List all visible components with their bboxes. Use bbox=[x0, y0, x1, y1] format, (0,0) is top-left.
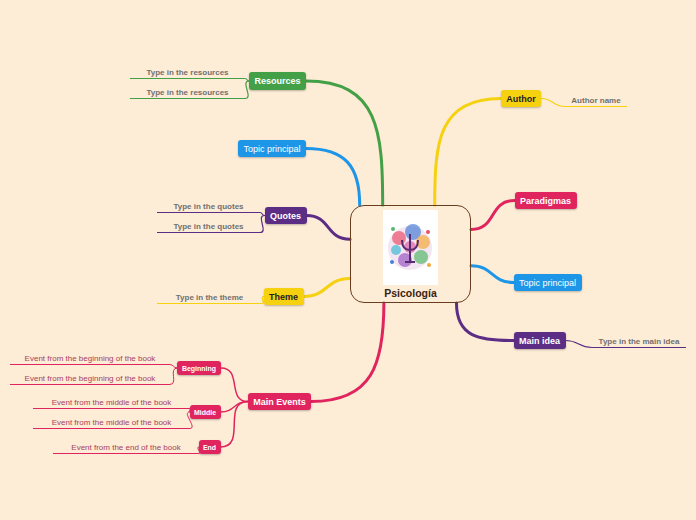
topic-text: Beginning bbox=[182, 365, 216, 372]
topic-text: Event from the middle of the book bbox=[52, 398, 172, 407]
branch-connector bbox=[170, 365, 177, 369]
main-topic: Quotes bbox=[265, 207, 307, 224]
main-topic: Topic principal bbox=[514, 274, 582, 291]
topic-text: Event from the beginning of the book bbox=[25, 374, 156, 383]
branch-connector bbox=[260, 216, 265, 233]
main-topic: Author bbox=[501, 90, 541, 107]
branch-connector bbox=[566, 341, 593, 348]
topic-text: Type in the quotes bbox=[173, 222, 243, 231]
branch-connector bbox=[311, 303, 384, 402]
topic-text: Middle bbox=[194, 409, 216, 416]
topic-text: Quotes bbox=[270, 211, 301, 221]
branch-connector bbox=[541, 99, 565, 107]
topic-text: Theme bbox=[269, 292, 298, 302]
topic-text: Event from the end of the book bbox=[71, 443, 180, 452]
leaf-topic: Type in the resources bbox=[130, 67, 245, 79]
branch-connector bbox=[307, 216, 351, 240]
leaf-topic: Author name bbox=[565, 95, 627, 107]
sub-topic: End bbox=[199, 440, 221, 454]
branch-connector bbox=[221, 402, 249, 413]
brain-illustration bbox=[383, 210, 438, 285]
topic-text: Author name bbox=[571, 96, 620, 105]
branch-connector bbox=[221, 368, 248, 402]
topic-text: Author bbox=[506, 94, 536, 104]
sub-topic: Beginning bbox=[177, 361, 221, 375]
leaf-topic: Event from the beginning of the book bbox=[10, 373, 170, 385]
topic-text: Type in the theme bbox=[176, 293, 243, 302]
branch-connector bbox=[471, 201, 515, 230]
main-topic: Main Events bbox=[248, 393, 311, 410]
main-topic: Main idea bbox=[514, 332, 566, 349]
branch-connector bbox=[306, 81, 383, 205]
leaf-topic: Event from the end of the book bbox=[53, 442, 199, 454]
topic-text: Type in the resources bbox=[146, 68, 228, 77]
topic-text: Paradigmas bbox=[520, 196, 571, 206]
topic-text: Topic principal bbox=[243, 144, 300, 154]
leaf-topic: Type in the quotes bbox=[157, 221, 260, 233]
topic-text: Type in the quotes bbox=[173, 202, 243, 211]
leaf-topic: Type in the main idea bbox=[592, 336, 686, 348]
topic-text: Event from the middle of the book bbox=[52, 418, 172, 427]
topic-text: Type in the resources bbox=[146, 88, 228, 97]
branch-connector bbox=[170, 368, 177, 385]
branch-connector bbox=[306, 149, 360, 206]
sub-topic: Middle bbox=[190, 405, 221, 419]
leaf-topic: Type in the theme bbox=[157, 292, 262, 304]
topic-text: Psicología bbox=[351, 287, 470, 299]
main-topic: Topic principal bbox=[238, 140, 306, 157]
topic-text: End bbox=[203, 444, 216, 451]
main-topic: Resources bbox=[249, 72, 306, 90]
branch-connector bbox=[471, 266, 514, 283]
leaf-topic: Type in the resources bbox=[130, 87, 245, 99]
leaf-topic: Event from the beginning of the book bbox=[10, 353, 170, 365]
topic-text: Topic principal bbox=[519, 278, 576, 288]
branch-connector bbox=[456, 303, 513, 341]
topic-text: Event from the beginning of the book bbox=[25, 354, 156, 363]
topic-text: Main Events bbox=[253, 397, 306, 407]
main-topic: Theme bbox=[264, 288, 304, 305]
leaf-topic: Type in the quotes bbox=[157, 201, 260, 213]
leaf-topic: Event from the middle of the book bbox=[33, 417, 190, 429]
branch-connector bbox=[435, 99, 501, 206]
topic-text: Main idea bbox=[519, 336, 560, 346]
topic-text: Type in the main idea bbox=[599, 337, 680, 346]
central-topic: Psicología bbox=[350, 205, 471, 303]
main-topic: Paradigmas bbox=[515, 192, 577, 209]
branch-connector bbox=[221, 402, 249, 448]
leaf-topic: Event from the middle of the book bbox=[33, 397, 190, 409]
branch-connector bbox=[304, 279, 351, 297]
topic-text: Resources bbox=[254, 76, 300, 86]
